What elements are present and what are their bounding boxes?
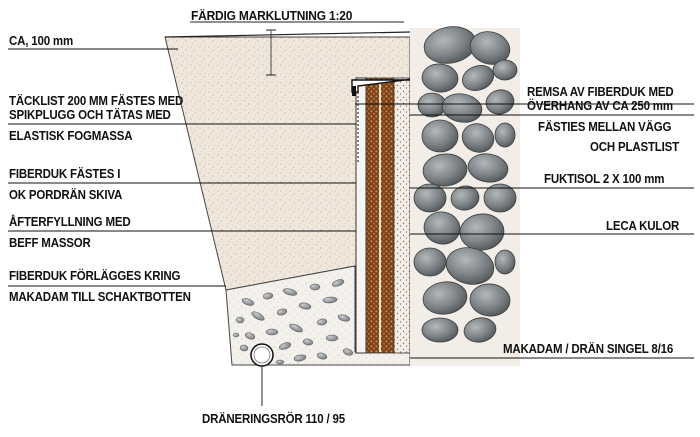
- label-cover-strip-2: SPIKPLUGG OCH TÄTAS MED: [9, 108, 171, 122]
- stone: [421, 63, 459, 93]
- pebble: [235, 316, 245, 324]
- label-cover-strip-3: ELASTISK FOGMASSA: [9, 129, 133, 143]
- stone: [494, 122, 516, 148]
- pebble: [298, 302, 312, 310]
- stone: [422, 281, 468, 315]
- label-backfill-2: BEFF MASSOR: [9, 236, 91, 250]
- stone: [494, 249, 516, 275]
- pebble: [244, 332, 256, 340]
- label-fabric-lay-1: FIBERDUK FÖRLÄGGES KRING: [9, 269, 181, 283]
- stone: [467, 153, 509, 183]
- stone: [469, 283, 511, 317]
- pebble: [279, 342, 291, 350]
- label-pipe: DRÄNERINGSRÖR 110 / 95: [202, 412, 345, 426]
- label-attach-2: OCH PLASTLIST: [590, 140, 679, 154]
- title-grade: FÄRDIG MARKLUTNING 1:20: [191, 8, 353, 23]
- label-strip-2: ÖVERHANG AV CA 250 mm: [527, 99, 673, 113]
- stone: [417, 92, 447, 118]
- pebble: [282, 288, 298, 296]
- pebble: [262, 292, 274, 300]
- stone: [463, 317, 497, 343]
- pebble: [322, 296, 338, 304]
- speckle-layer: [393, 77, 411, 354]
- drain-board-outer: [355, 77, 367, 354]
- pebble: [337, 314, 351, 322]
- stone: [485, 89, 515, 115]
- pebble: [325, 334, 339, 342]
- pebble: [293, 354, 307, 362]
- pebble: [275, 359, 285, 365]
- label-fabric-attach-2: OK PORDRÄN SKIVA: [9, 188, 123, 202]
- pebble: [302, 338, 314, 346]
- pebble: [251, 311, 265, 321]
- stone: [421, 119, 459, 153]
- pebble: [316, 352, 328, 360]
- label-damp: FUKTISOL 2 X 100 mm: [544, 172, 665, 186]
- stone: [450, 185, 480, 211]
- pebble: [232, 332, 240, 338]
- cover-strip-clip: [352, 86, 356, 96]
- pebble: [309, 283, 321, 291]
- pebble: [316, 318, 328, 326]
- stone: [445, 247, 495, 285]
- label-fabric-lay-2: MAKADAM TILL SCHAKTBOTTEN: [9, 290, 191, 304]
- stone: [413, 183, 447, 213]
- gravel-pebbles: [232, 279, 354, 365]
- label-topsoil: CA, 100 mm: [9, 34, 73, 48]
- label-gravel: MAKADAM / DRÄN SINGEL 8/16: [503, 342, 674, 356]
- label-leca: LECA KULOR: [606, 219, 680, 233]
- stone: [461, 123, 495, 153]
- grade-line: [164, 31, 411, 38]
- stone: [483, 183, 517, 213]
- stone-wall: [413, 26, 518, 343]
- pebble: [289, 323, 303, 333]
- label-fabric-attach-1: FIBERDUK FÄSTES I: [9, 167, 121, 181]
- drainage-pipe-inner: [253, 346, 271, 364]
- stone: [421, 317, 459, 343]
- pebble: [332, 279, 344, 287]
- label-strip-1: REMSA AV FIBERDUK MED: [527, 85, 674, 99]
- pebble: [239, 344, 249, 352]
- stone: [422, 153, 468, 187]
- label-cover-strip-1: TÄCKLIST 200 MM FÄSTES MED: [9, 94, 184, 108]
- stone: [469, 31, 511, 65]
- pebble: [242, 298, 254, 306]
- stone: [413, 247, 447, 277]
- leader-lines: [8, 48, 694, 406]
- pebble: [342, 348, 354, 356]
- label-attach-1: FÄSTIES MELLAN VÄGG: [538, 120, 672, 134]
- label-backfill-1: ÅFTERFYLLNING MED: [9, 215, 131, 229]
- pebble: [265, 328, 279, 336]
- stone: [492, 59, 518, 81]
- pebble: [276, 308, 288, 316]
